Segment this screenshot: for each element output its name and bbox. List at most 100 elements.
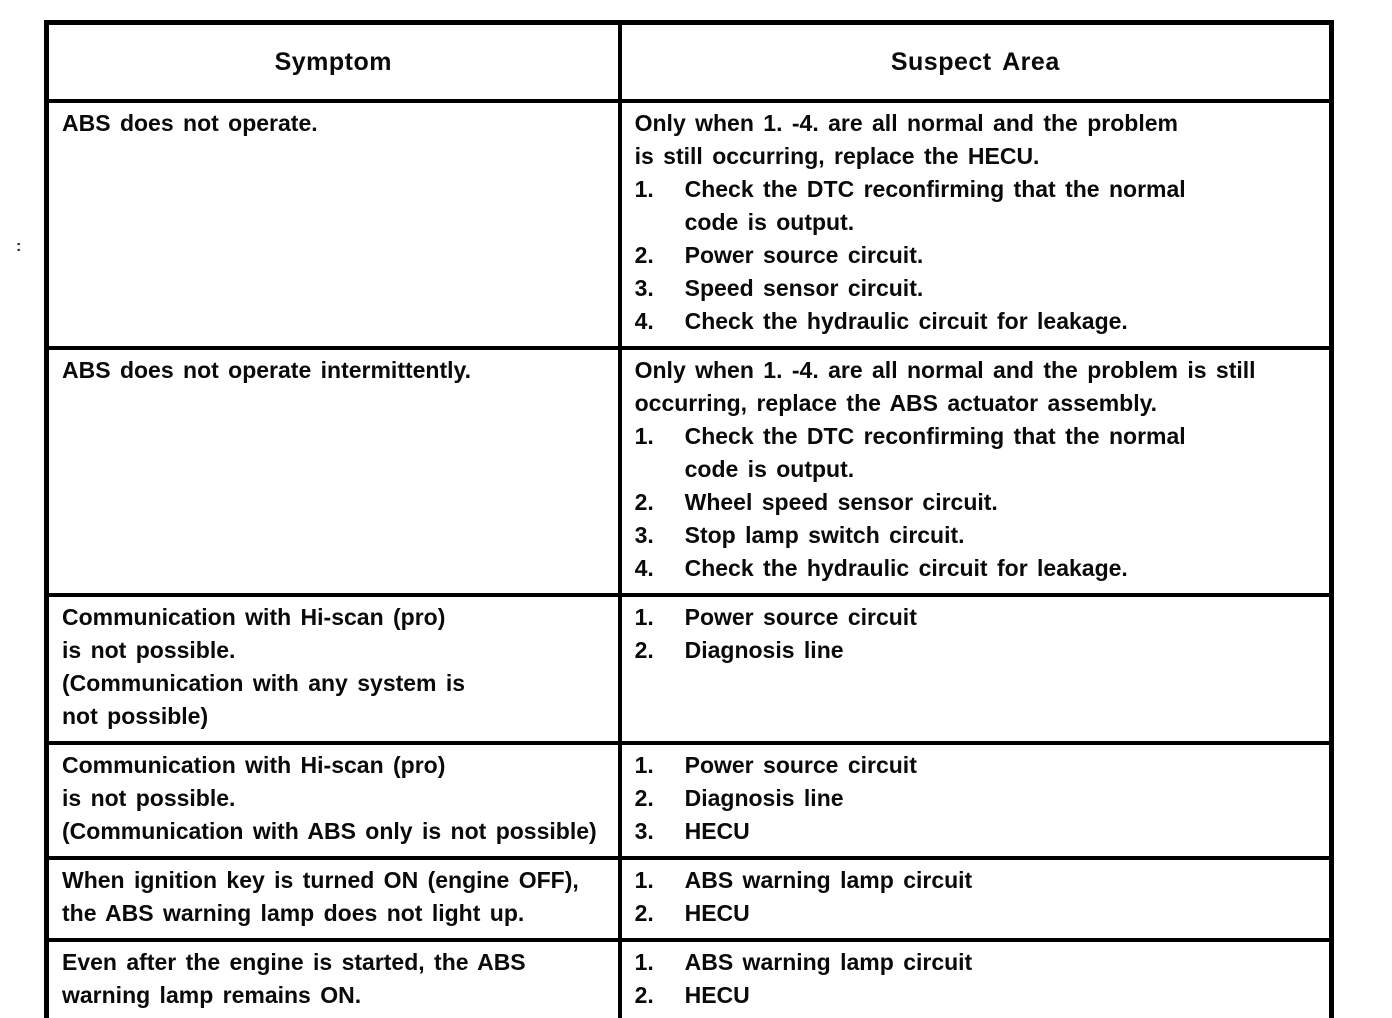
suspect-area-cell: Only when 1. -4. are all normal and the … xyxy=(617,346,1334,597)
text-line: (Communication with ABS only is not poss… xyxy=(62,818,597,844)
text-line: Check the DTC reconfirming that the norm… xyxy=(684,176,1186,202)
text-line: is still occurring, replace the HECU. xyxy=(634,143,1040,169)
suspect-intro: Only when 1. -4. are all normal and the … xyxy=(635,107,1319,173)
text-line: Even after the engine is started, the AB… xyxy=(62,949,526,975)
text-line: code is output. xyxy=(684,456,855,482)
text-line: Wheel speed sensor circuit. xyxy=(684,489,998,515)
item-number: 3. xyxy=(634,275,654,301)
item-number: 4. xyxy=(634,308,654,334)
item-text: Power source circuit xyxy=(685,749,1319,782)
suspect-item-list: 1. Check the DTC reconfirming that the no… xyxy=(635,420,1319,585)
suspect-item: 2.Diagnosis line xyxy=(635,782,1319,815)
text-line: not possible) xyxy=(62,703,209,729)
text-line: HECU xyxy=(684,900,750,926)
table-row: Even after the engine is started, the AB… xyxy=(44,938,1334,1018)
text-line: (Communication with any system is xyxy=(62,670,466,696)
text-line: code is output. xyxy=(684,209,855,235)
item-text: Check the hydraulic circuit for leakage. xyxy=(685,305,1319,338)
item-text: Check the hydraulic circuit for leakage. xyxy=(685,552,1319,585)
suspect-item: 2. Wheel speed sensor circuit. xyxy=(635,486,1319,519)
symptom-cell: Even after the engine is started, the AB… xyxy=(44,938,622,1018)
suspect-item: 2.Power source circuit. xyxy=(635,239,1319,272)
text-line: Check the DTC reconfirming that the norm… xyxy=(684,423,1186,449)
text-line: ABS warning lamp circuit xyxy=(684,867,973,893)
suspect-item-list: 1. Power source circuit 2. Diagnosis line xyxy=(635,601,1319,667)
suspect-item: 2.HECU xyxy=(635,897,1319,930)
item-text: Wheel speed sensor circuit. xyxy=(685,486,1319,519)
item-text: Power source circuit xyxy=(685,601,1319,634)
suspect-item: 3. Stop lamp switch circuit. xyxy=(635,519,1319,552)
suspect-item: 1. Power source circuit xyxy=(635,601,1319,634)
suspect-item: 1. Power source circuit xyxy=(635,749,1319,782)
item-text: ABS warning lamp circuit xyxy=(685,946,1319,979)
suspect-item: 1. ABS warning lamp circuit xyxy=(635,864,1319,897)
table-row: ABS does not operate intermittently. Onl… xyxy=(44,346,1334,597)
symptom-cell: ABS does not operate intermittently. xyxy=(44,346,622,597)
table-row: When ignition key is turned ON (engine O… xyxy=(44,856,1334,942)
item-number: 1. xyxy=(634,176,654,202)
suspect-item: 3. Speed sensor circuit. xyxy=(635,272,1319,305)
text-line: warning lamp remains ON. xyxy=(62,982,362,1008)
text-line: HECU xyxy=(684,818,750,844)
text-line: Only when 1. -4. are all normal and the … xyxy=(634,110,1178,136)
text-line: Only when 1. -4. are all normal and the … xyxy=(634,357,1256,383)
text-line: Communication with Hi-scan (pro) xyxy=(62,604,446,630)
item-text: Power source circuit. xyxy=(685,239,1319,272)
item-text: Diagnosis line xyxy=(685,634,1319,667)
table-body: ABS does not operate. Only when 1. -4. a… xyxy=(44,99,1334,1018)
suspect-item: 4.Check the hydraulic circuit for leakag… xyxy=(635,552,1319,585)
item-text: Stop lamp switch circuit. xyxy=(685,519,1319,552)
item-number: 1. xyxy=(634,752,654,778)
text-line: the ABS warning lamp does not light up. xyxy=(62,900,525,926)
text-line: Power source circuit xyxy=(684,752,917,778)
item-number: 3. xyxy=(634,522,654,548)
text-line: is not possible. xyxy=(62,785,236,811)
item-number: 2. xyxy=(634,489,654,515)
text-line: Diagnosis line xyxy=(684,637,844,663)
table-row: Communication with Hi-scan (pro) is not p… xyxy=(44,741,1334,860)
symptom-cell: Communication with Hi-scan (pro) is not p… xyxy=(44,741,622,860)
item-number: 1. xyxy=(634,867,654,893)
text-line: Communication with Hi-scan (pro) xyxy=(62,752,446,778)
suspect-item: 1. ABS warning lamp circuit xyxy=(635,946,1319,979)
symptom-cell: ABS does not operate. xyxy=(44,99,622,350)
abs-troubleshooting-table: Symptom Suspect Area ABS does not operat… xyxy=(44,20,1334,1018)
text-line: ABS does not operate intermittently. xyxy=(62,357,472,383)
suspect-intro: Only when 1. -4. are all normal and the … xyxy=(635,354,1319,420)
text-line: Speed sensor circuit. xyxy=(684,275,924,301)
suspect-item: 1. Check the DTC reconfirming that the no… xyxy=(635,173,1319,239)
suspect-item-list: 1. ABS warning lamp circuit 2. HECU xyxy=(635,946,1319,1012)
text-line: When ignition key is turned ON (engine O… xyxy=(62,867,579,893)
item-text: HECU xyxy=(685,897,1319,930)
item-text: ABS warning lamp circuit xyxy=(685,864,1319,897)
suspect-area-cell: Only when 1. -4. are all normal and the … xyxy=(617,99,1334,350)
item-number: 1. xyxy=(634,949,654,975)
suspect-item: 2. Diagnosis line xyxy=(635,634,1319,667)
item-number: 2. xyxy=(634,637,654,663)
item-text: Diagnosis line xyxy=(685,782,1319,815)
text-line: ABS does not operate. xyxy=(62,110,318,136)
item-number: 3. xyxy=(634,818,654,844)
symptom-cell: Communication with Hi-scan (pro)is not p… xyxy=(44,593,622,745)
suspect-item: 2. HECU xyxy=(635,979,1319,1012)
text-line: HECU xyxy=(684,982,750,1008)
suspect-area-cell: 1. ABS warning lamp circuit 2. HECU xyxy=(617,938,1334,1018)
text-line: ABS warning lamp circuit xyxy=(684,949,973,975)
text-line: occurring, replace the ABS actuator asse… xyxy=(634,390,1158,416)
item-text: HECU xyxy=(685,815,1319,848)
header-row: Symptom Suspect Area xyxy=(44,20,1334,103)
item-number: 2. xyxy=(634,982,654,1008)
scan-artifact-colon: : xyxy=(16,238,22,255)
item-text: HECU xyxy=(685,979,1319,1012)
table-row: ABS does not operate. Only when 1. -4. a… xyxy=(44,99,1334,350)
suspect-item: 4. Check the hydraulic circuit for leakag… xyxy=(635,305,1319,338)
item-number: 1. xyxy=(634,423,654,449)
text-line: Power source circuit. xyxy=(684,242,924,268)
item-number: 1. xyxy=(634,604,654,630)
suspect-area-cell: 1. Power source circuit 2. Diagnosis line xyxy=(617,593,1334,745)
suspect-item-list: 1. ABS warning lamp circuit 2.HECU xyxy=(635,864,1319,930)
suspect-item: 3. HECU xyxy=(635,815,1319,848)
